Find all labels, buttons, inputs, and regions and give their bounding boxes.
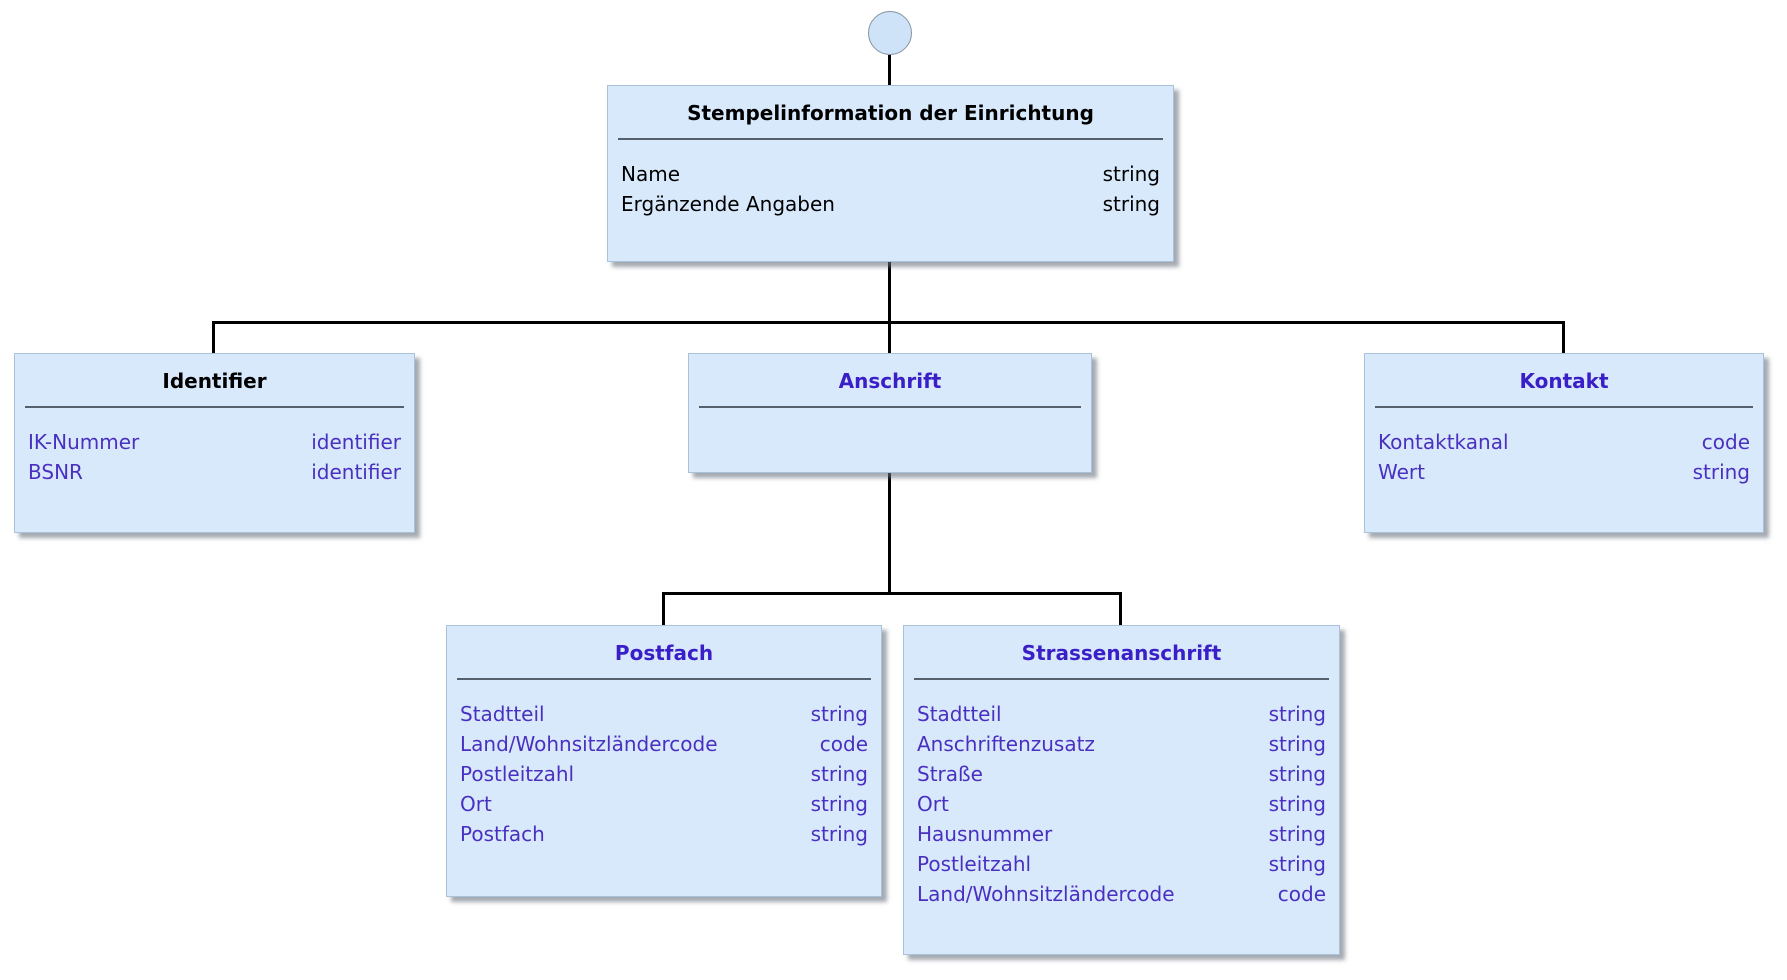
attribute-type: string xyxy=(1102,162,1160,186)
attribute-name: Wert xyxy=(1378,460,1425,484)
attribute-name: Postfach xyxy=(460,822,545,846)
attribute-name: Straße xyxy=(917,762,983,786)
entity-title[interactable]: Postfach xyxy=(614,641,714,665)
connector-line xyxy=(212,321,215,353)
attribute-name: Land/Wohnsitzländercode xyxy=(917,882,1175,906)
attribute-type: identifier xyxy=(311,430,401,454)
entity-title[interactable]: Kontakt xyxy=(1519,369,1609,393)
entity-divider xyxy=(914,678,1329,680)
attribute-name: Stadtteil xyxy=(917,702,1002,726)
entity-divider xyxy=(1375,406,1753,408)
entity-box-stempelinformation: Stempelinformation der Einrichtung Name s… xyxy=(607,85,1174,262)
connector-line xyxy=(888,473,891,595)
entity-box-anschrift[interactable]: Anschrift xyxy=(688,353,1092,473)
attribute-type: string xyxy=(810,792,868,816)
attribute-name: Kontaktkanal xyxy=(1378,430,1509,454)
entity-title: Identifier xyxy=(162,369,267,393)
entity-divider xyxy=(699,406,1081,408)
root-node-circle xyxy=(868,11,912,55)
entity-divider xyxy=(618,138,1163,140)
attribute-type: identifier xyxy=(311,460,401,484)
attribute-row: Stadtteil string xyxy=(917,699,1326,729)
attribute-name: Ergänzende Angaben xyxy=(621,192,835,216)
attribute-type: string xyxy=(1692,460,1750,484)
attribute-row: Straße string xyxy=(917,759,1326,789)
attribute-row: Postleitzahl string xyxy=(460,759,868,789)
attribute-name: BSNR xyxy=(28,460,83,484)
attribute-type: string xyxy=(1268,852,1326,876)
attribute-name: Anschriftenzusatz xyxy=(917,732,1095,756)
attribute-row: Ort string xyxy=(460,789,868,819)
connector-line xyxy=(888,321,891,353)
attribute-type: code xyxy=(1277,882,1326,906)
attribute-name: Ort xyxy=(917,792,949,816)
attribute-type: string xyxy=(810,762,868,786)
attribute-type: string xyxy=(1268,822,1326,846)
attribute-name: Postleitzahl xyxy=(917,852,1032,876)
attribute-name: Hausnummer xyxy=(917,822,1053,846)
entity-divider xyxy=(457,678,871,680)
attribute-row: Land/Wohnsitzländercode code xyxy=(460,729,868,759)
connector-line xyxy=(1562,321,1565,353)
attribute-type: code xyxy=(1701,430,1750,454)
attribute-name: Postleitzahl xyxy=(460,762,575,786)
attribute-row: Wert string xyxy=(1378,457,1750,487)
attribute-type: string xyxy=(1268,762,1326,786)
attribute-row: Kontaktkanal code xyxy=(1378,427,1750,457)
entity-title[interactable]: Strassenanschrift xyxy=(1021,641,1222,665)
attribute-row: Hausnummer string xyxy=(917,819,1326,849)
connector-line xyxy=(888,262,891,324)
attribute-row: Ort string xyxy=(917,789,1326,819)
attribute-row: Stadtteil string xyxy=(460,699,868,729)
attribute-row: Postfach string xyxy=(460,819,868,849)
entity-title: Stempelinformation der Einrichtung xyxy=(687,101,1094,125)
attribute-name: IK-Nummer xyxy=(28,430,140,454)
attribute-row: Name string xyxy=(621,159,1160,189)
attribute-name: Stadtteil xyxy=(460,702,545,726)
connector-line xyxy=(662,592,665,625)
attribute-row: BSNR identifier xyxy=(28,457,401,487)
attribute-name: Land/Wohnsitzländercode xyxy=(460,732,718,756)
attribute-type: code xyxy=(819,732,868,756)
attribute-row: Postleitzahl string xyxy=(917,849,1326,879)
attribute-type: string xyxy=(1102,192,1160,216)
attribute-row: Land/Wohnsitzländercode code xyxy=(917,879,1326,909)
attribute-row: IK-Nummer identifier xyxy=(28,427,401,457)
attribute-name: Ort xyxy=(460,792,492,816)
connector-line xyxy=(1119,592,1122,625)
attribute-row: Anschriftenzusatz string xyxy=(917,729,1326,759)
attribute-row: Ergänzende Angaben string xyxy=(621,189,1160,219)
attribute-type: string xyxy=(1268,732,1326,756)
attribute-type: string xyxy=(810,822,868,846)
attribute-type: string xyxy=(1268,702,1326,726)
connector-line xyxy=(888,55,891,85)
attribute-type: string xyxy=(810,702,868,726)
connector-line xyxy=(662,592,1122,595)
attribute-name: Name xyxy=(621,162,681,186)
attribute-type: string xyxy=(1268,792,1326,816)
entity-title[interactable]: Anschrift xyxy=(838,369,942,393)
entity-divider xyxy=(25,406,404,408)
